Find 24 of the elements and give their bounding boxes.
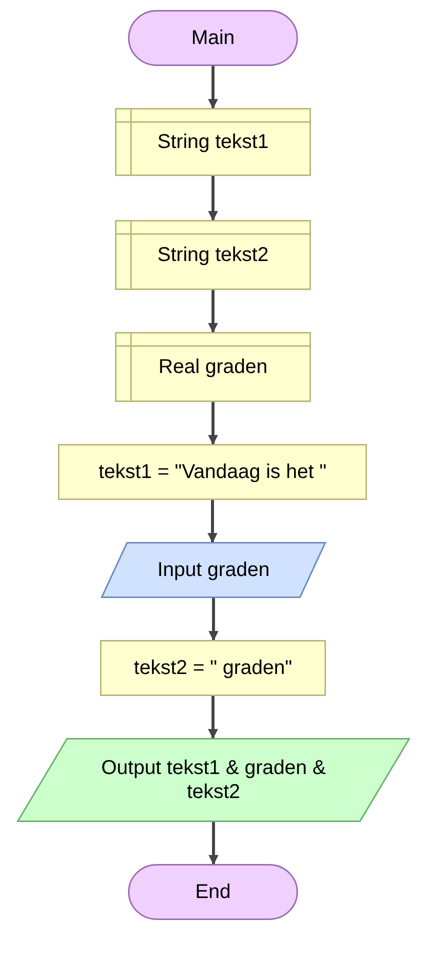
assignment-box [58,444,367,500]
node-label: Real graden [158,355,268,379]
arrow [208,822,218,865]
assignment-box [100,640,326,696]
node-label: String tekst2 [157,243,269,267]
arrow [208,176,218,221]
node-label: Input graden [157,558,270,582]
arrow [208,696,218,739]
declaration-box [115,220,311,290]
arrow [208,598,218,641]
node-label: tekst1 = "Vandaag is het " [98,460,326,484]
node-label: String tekst1 [157,130,269,154]
node-label: Output tekst1 & graden & tekst2 [100,756,327,804]
node-label: Main [191,26,235,50]
declaration-box [115,108,311,176]
output-parallelogram [17,738,410,822]
declaration-box [115,332,311,402]
arrow [208,500,218,543]
arrow [208,290,218,333]
node-label: End [195,880,231,904]
node-label: tekst2 = " graden" [134,656,292,680]
arrow [208,66,218,109]
input-parallelogram [101,542,326,598]
arrow [208,402,218,445]
